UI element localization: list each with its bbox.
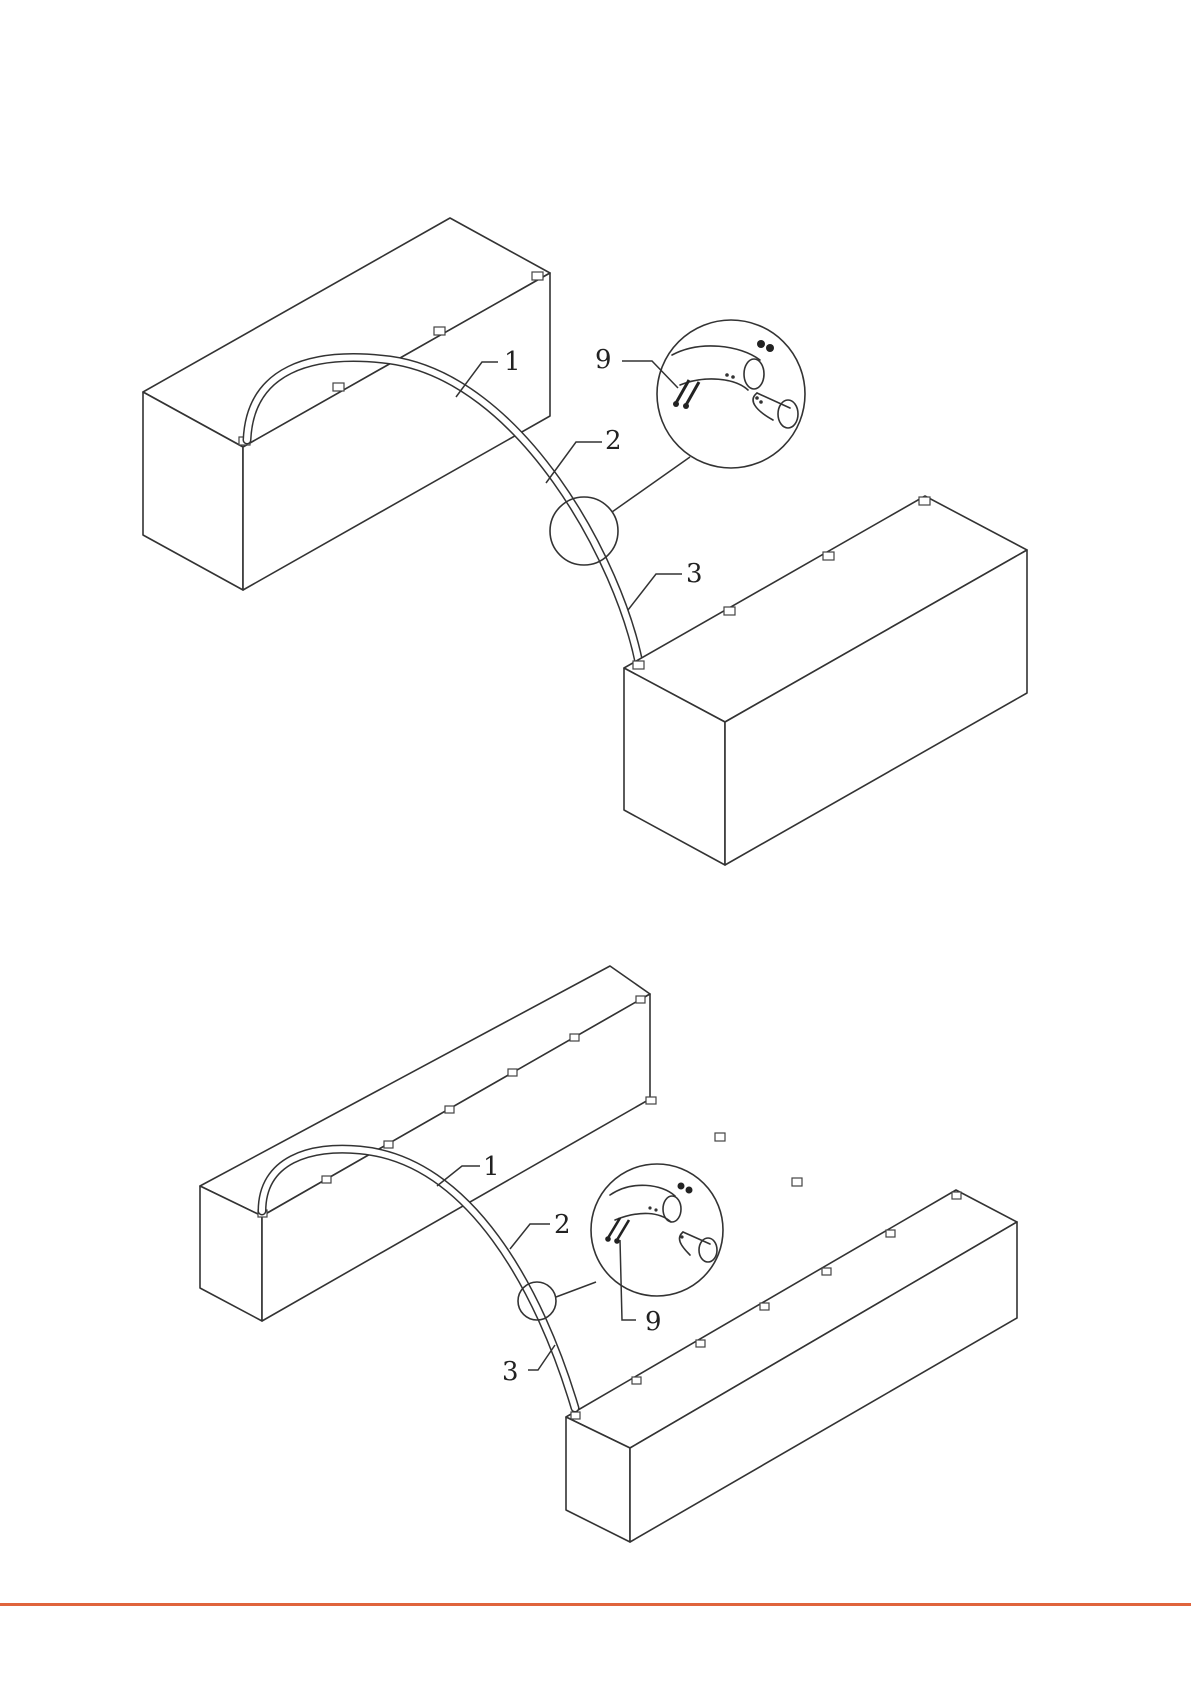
figure-2-right-box-bracket <box>571 1412 580 1419</box>
figure-2-right-box-bracket <box>760 1303 769 1310</box>
figure-1-label-part-9: 9 <box>595 345 612 375</box>
figure-2-label-part-1: 1 <box>483 1152 500 1182</box>
figure-2-label-part-9: 9 <box>645 1307 662 1337</box>
figure-2-floor-bracket <box>715 1133 725 1141</box>
figure-1-right-base-box <box>624 496 1027 865</box>
figure-1-label-part-2: 2 <box>605 426 622 456</box>
figure-2-callout-leader-9 <box>620 1240 636 1320</box>
figure-2-right-box-bracket <box>952 1192 961 1199</box>
figure-2-callout-leader-2 <box>510 1224 550 1249</box>
figure-2-left-box-bracket <box>570 1034 579 1041</box>
figure-1-right-box-bracket <box>633 661 644 669</box>
figure-1: 1 2 3 9 <box>143 218 1027 865</box>
figure-2-floor-bracket <box>646 1097 656 1104</box>
figure-1-right-box-bracket <box>919 497 930 505</box>
footer-rule <box>0 1603 1191 1606</box>
figure-2-detail-leader <box>556 1282 596 1297</box>
figure-2-left-box-bracket <box>384 1141 393 1148</box>
figure-1-detail-leader <box>612 457 690 512</box>
figure-1-left-box-bracket <box>434 327 445 335</box>
figure-1-joint-detail <box>657 320 805 468</box>
figure-1-label-part-1: 1 <box>504 347 521 377</box>
figure-2-left-box-bracket <box>445 1106 454 1113</box>
figure-2-right-base-box <box>566 1190 1017 1542</box>
figure-1-callout-leader-3 <box>628 574 682 610</box>
figure-2-joint-detail <box>591 1164 723 1296</box>
figure-2-left-box-bracket <box>636 996 645 1003</box>
figure-2-left-box-bracket <box>508 1069 517 1076</box>
figure-1-callout-leader-9 <box>622 361 678 388</box>
figure-2-right-box-bracket <box>632 1377 641 1384</box>
figure-2-left-box-bracket <box>322 1176 331 1183</box>
figure-2-floor-bracket <box>792 1178 802 1186</box>
figure-2-right-box-bracket <box>822 1268 831 1275</box>
figure-1-right-box-bracket <box>724 607 735 615</box>
figure-2-left-base-box <box>200 966 650 1321</box>
figure-1-left-box-bracket <box>333 383 344 391</box>
figure-2-label-part-3: 3 <box>502 1357 519 1387</box>
figure-1-left-box-bracket <box>532 272 543 280</box>
figure-2: 1 2 3 9 <box>200 966 1017 1542</box>
figure-2-right-box-bracket <box>886 1230 895 1237</box>
figure-2-right-box-bracket <box>696 1340 705 1347</box>
figure-1-label-part-3: 3 <box>686 559 703 589</box>
figure-2-label-part-2: 2 <box>554 1210 571 1240</box>
figure-1-right-box-bracket <box>823 552 834 560</box>
